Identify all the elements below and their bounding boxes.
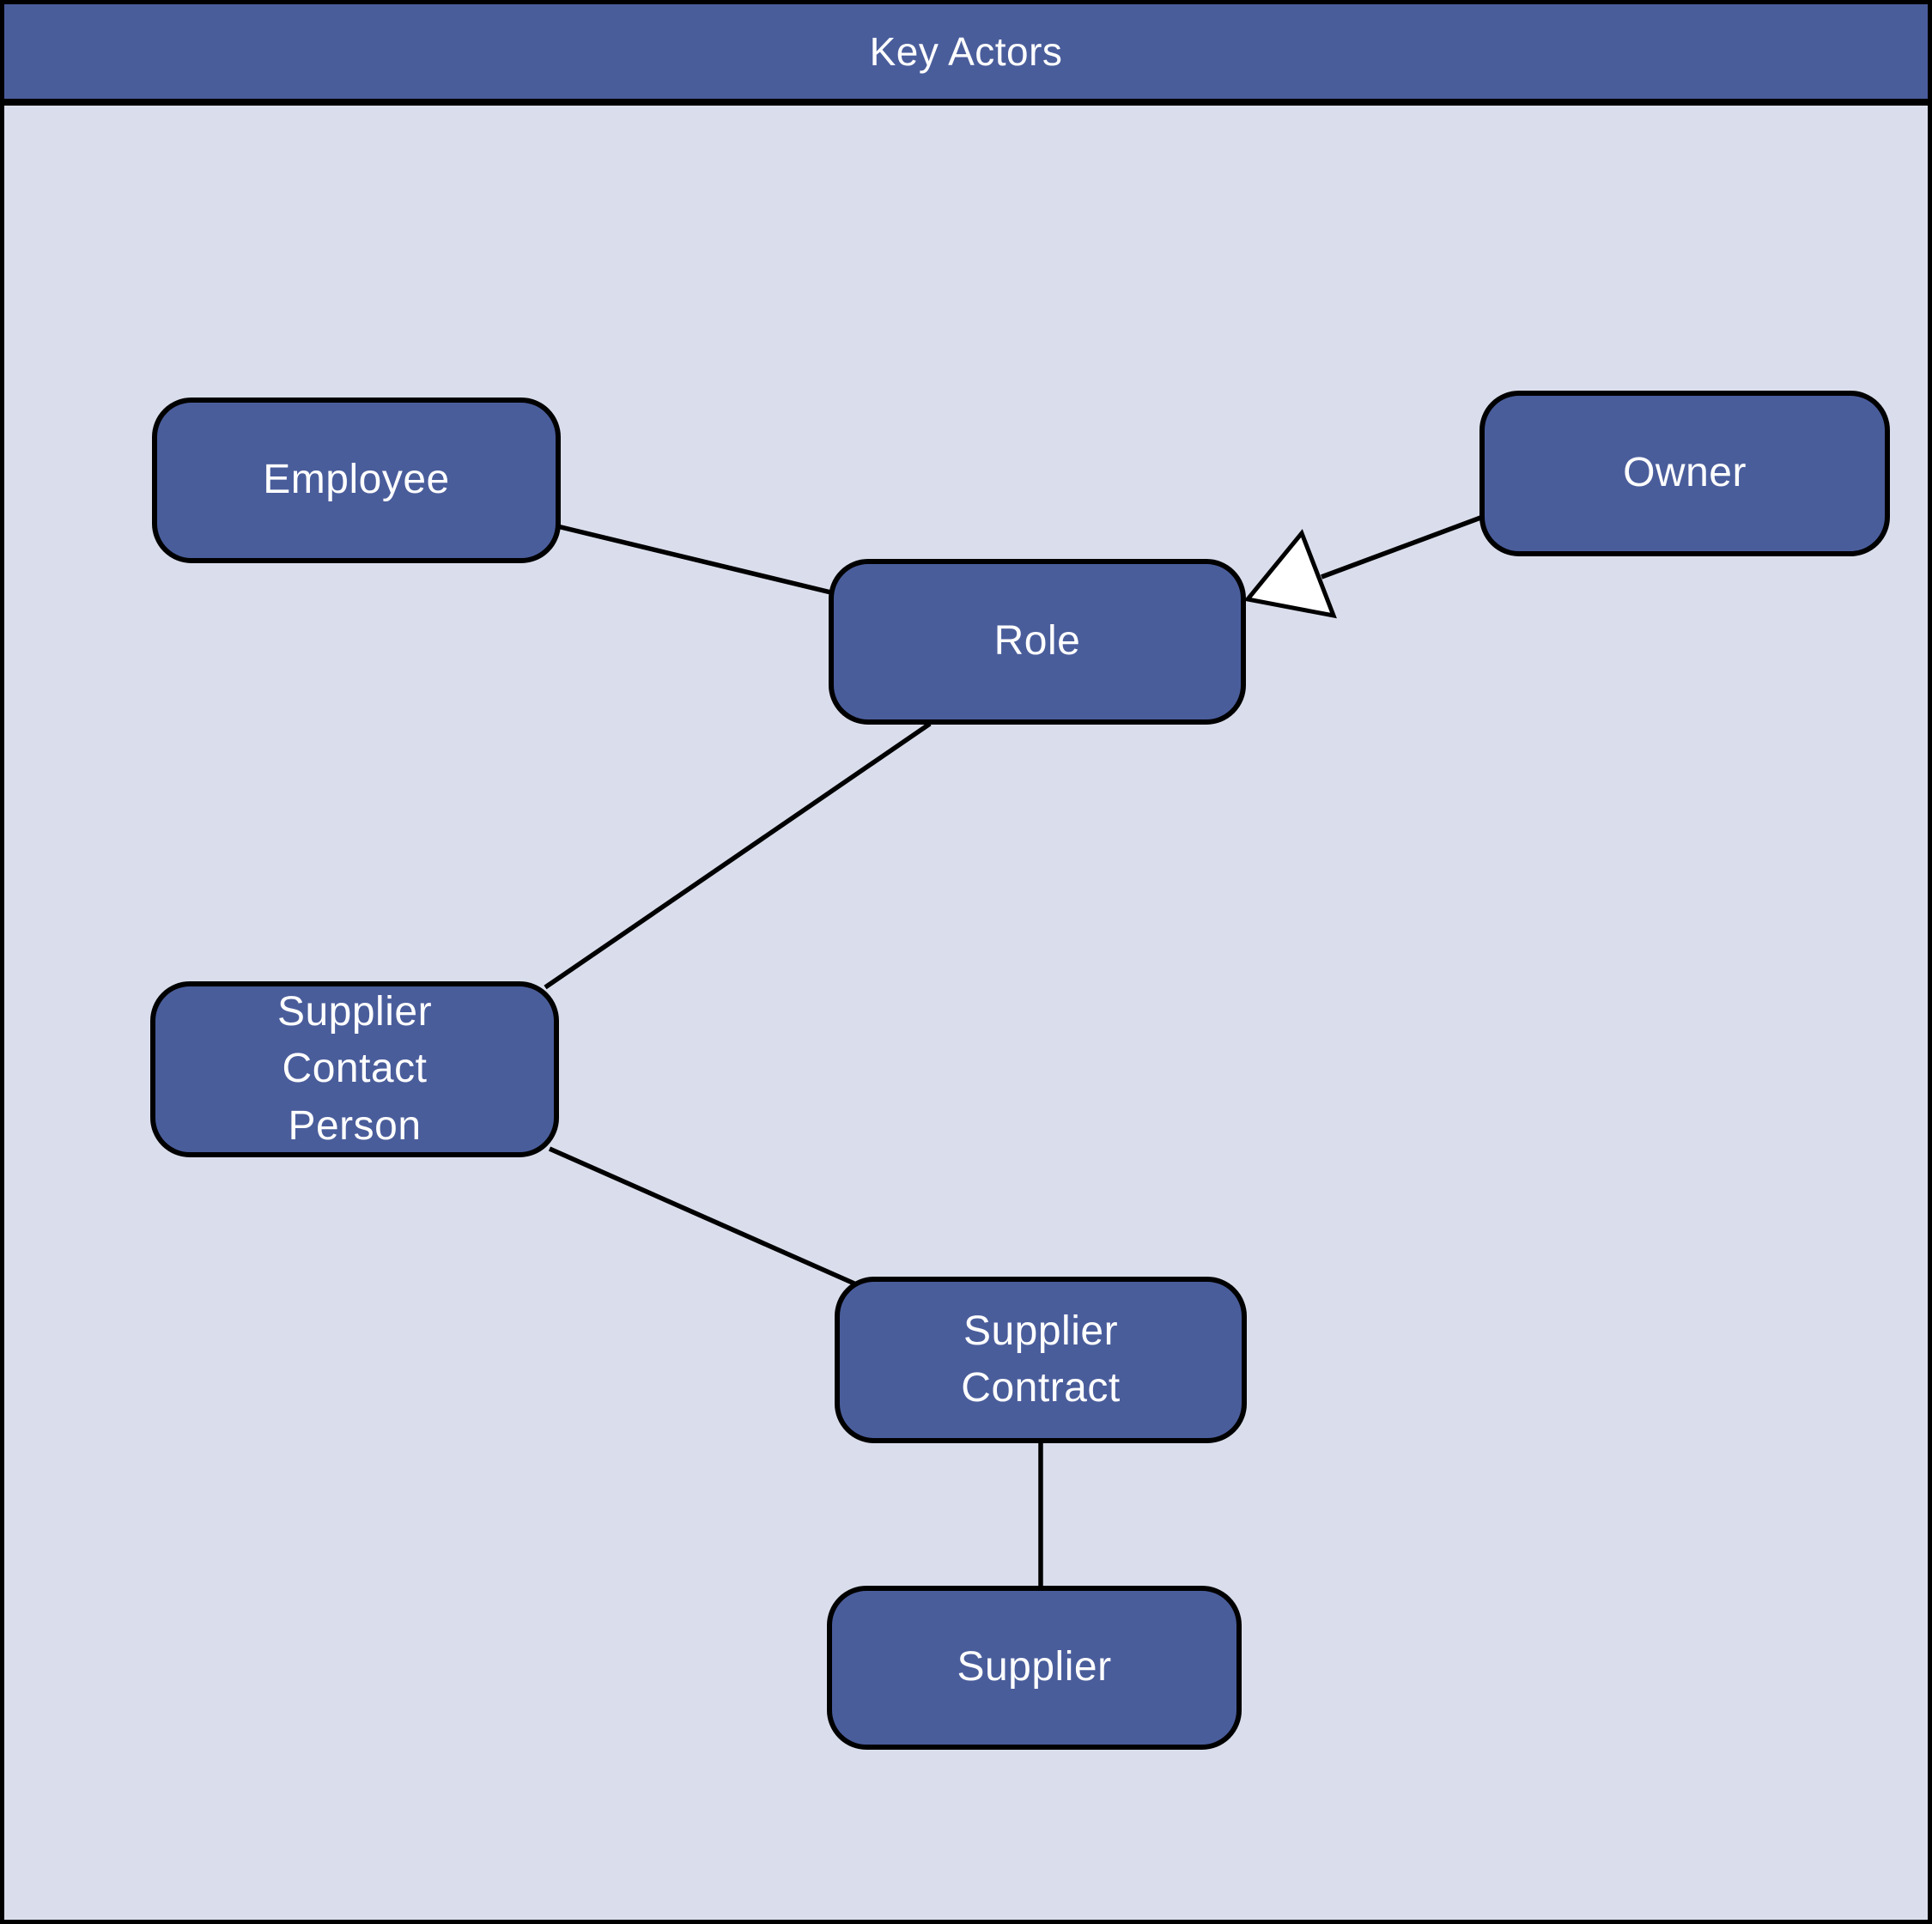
node-role-label: Role <box>993 618 1081 665</box>
generalization-arrowhead-icon <box>1243 529 1337 619</box>
node-supplier[interactable]: Supplier <box>827 1586 1242 1750</box>
node-supplier-contract[interactable]: Supplier Contract <box>835 1277 1247 1443</box>
edge-layer <box>544 512 1491 1593</box>
edge-supplier-contact-person-supplier-contract[interactable] <box>548 1146 856 1286</box>
node-supplier-contact-person-label: Supplier Contact Person <box>276 989 433 1149</box>
node-employee-label: Employee <box>263 457 450 503</box>
node-owner[interactable]: Owner <box>1479 391 1890 556</box>
node-role[interactable]: Role <box>829 559 1246 725</box>
node-employee[interactable]: Employee <box>152 398 561 563</box>
node-supplier-label: Supplier <box>957 1644 1112 1690</box>
diagram-title-bar: Key Actors <box>4 4 1928 106</box>
node-supplier-contract-label: Supplier Contract <box>961 1308 1121 1411</box>
node-owner-label: Owner <box>1623 450 1747 496</box>
diagram-title: Key Actors <box>869 29 1063 74</box>
edge-owner-role[interactable] <box>1321 512 1491 580</box>
node-supplier-contact-person[interactable]: Supplier Contact Person <box>150 981 559 1157</box>
edge-role-supplier-contact-person[interactable] <box>544 721 932 990</box>
edge-employee-role[interactable] <box>553 523 842 598</box>
